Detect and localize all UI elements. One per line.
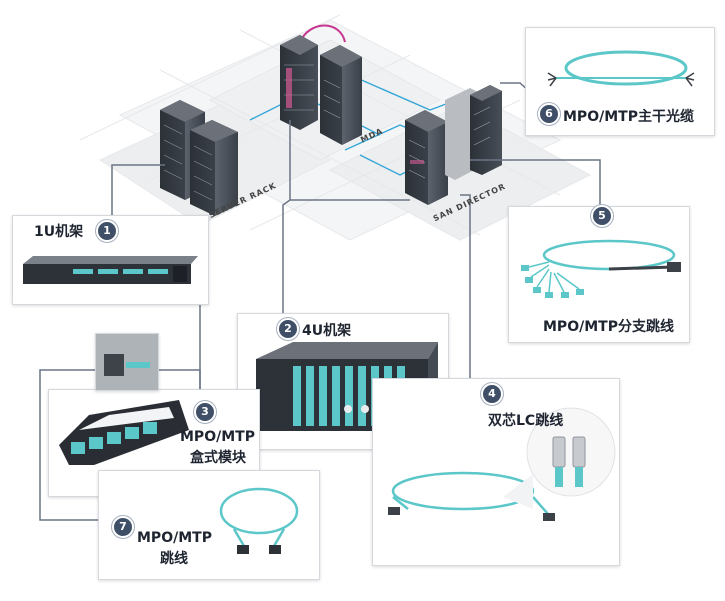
card-trunk-cable bbox=[525, 27, 715, 136]
duplex-lc-image bbox=[388, 407, 616, 521]
cassette-inset-image bbox=[95, 333, 159, 391]
label-fanout-cord: MPO/MTP分支跳线 bbox=[543, 319, 674, 335]
badge-1: 1 bbox=[96, 220, 118, 242]
fanout-cord-image bbox=[521, 239, 681, 298]
badge-4: 4 bbox=[481, 383, 503, 405]
server-racks bbox=[160, 100, 238, 216]
label-1u-rack: 1U机架 bbox=[34, 224, 84, 240]
label-cassette-line2: 盒式模块 bbox=[190, 450, 246, 466]
label-cassette-line1: MPO/MTP bbox=[180, 429, 255, 445]
cassette-module-image bbox=[59, 400, 189, 465]
label-4u-rack: 4U机架 bbox=[302, 323, 352, 339]
card-mpo-patch-cord bbox=[98, 470, 320, 580]
label-duplex-lc: 双芯LC跳线 bbox=[488, 413, 564, 429]
san-director-racks bbox=[405, 85, 502, 205]
mda-racks bbox=[280, 35, 362, 145]
badge-3: 3 bbox=[194, 401, 216, 423]
badge-6: 6 bbox=[538, 103, 560, 125]
trunk-cable-image bbox=[547, 50, 695, 87]
label-trunk-cable: MPO/MTP主干光缆 bbox=[563, 109, 694, 125]
badge-7: 7 bbox=[112, 516, 134, 538]
mpo-patch-cord-image bbox=[219, 487, 299, 554]
badge-5: 5 bbox=[591, 205, 613, 227]
card-duplex-lc bbox=[372, 378, 620, 566]
label-mpo-patch-line1: MPO/MTP bbox=[137, 530, 212, 546]
badge-2: 2 bbox=[277, 318, 299, 340]
1u-rack-image bbox=[23, 256, 198, 284]
card-1u-rack bbox=[12, 215, 209, 305]
label-mpo-patch-line2: 跳线 bbox=[160, 551, 188, 567]
